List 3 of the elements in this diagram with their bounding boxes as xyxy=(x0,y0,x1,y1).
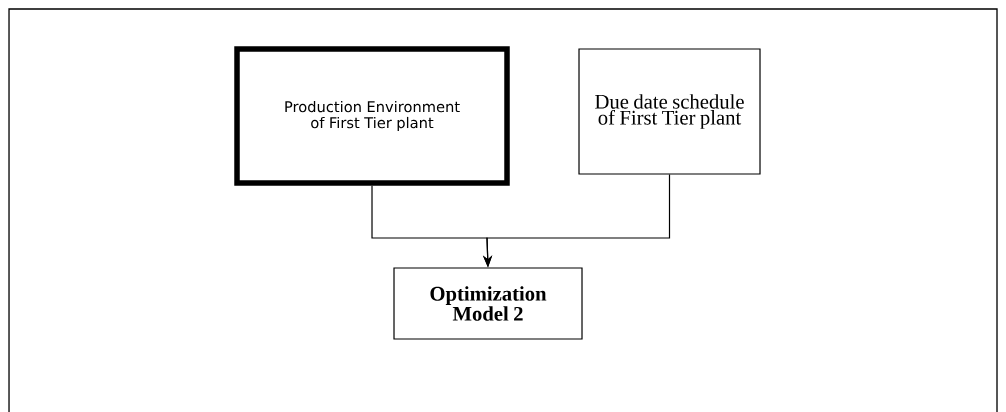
process-box: Production Environment of First Tier plant xyxy=(234,46,510,186)
process-box: Due date schedule of First Tier plant xyxy=(578,48,761,175)
model-box: Optimization Model 2 xyxy=(393,267,583,340)
